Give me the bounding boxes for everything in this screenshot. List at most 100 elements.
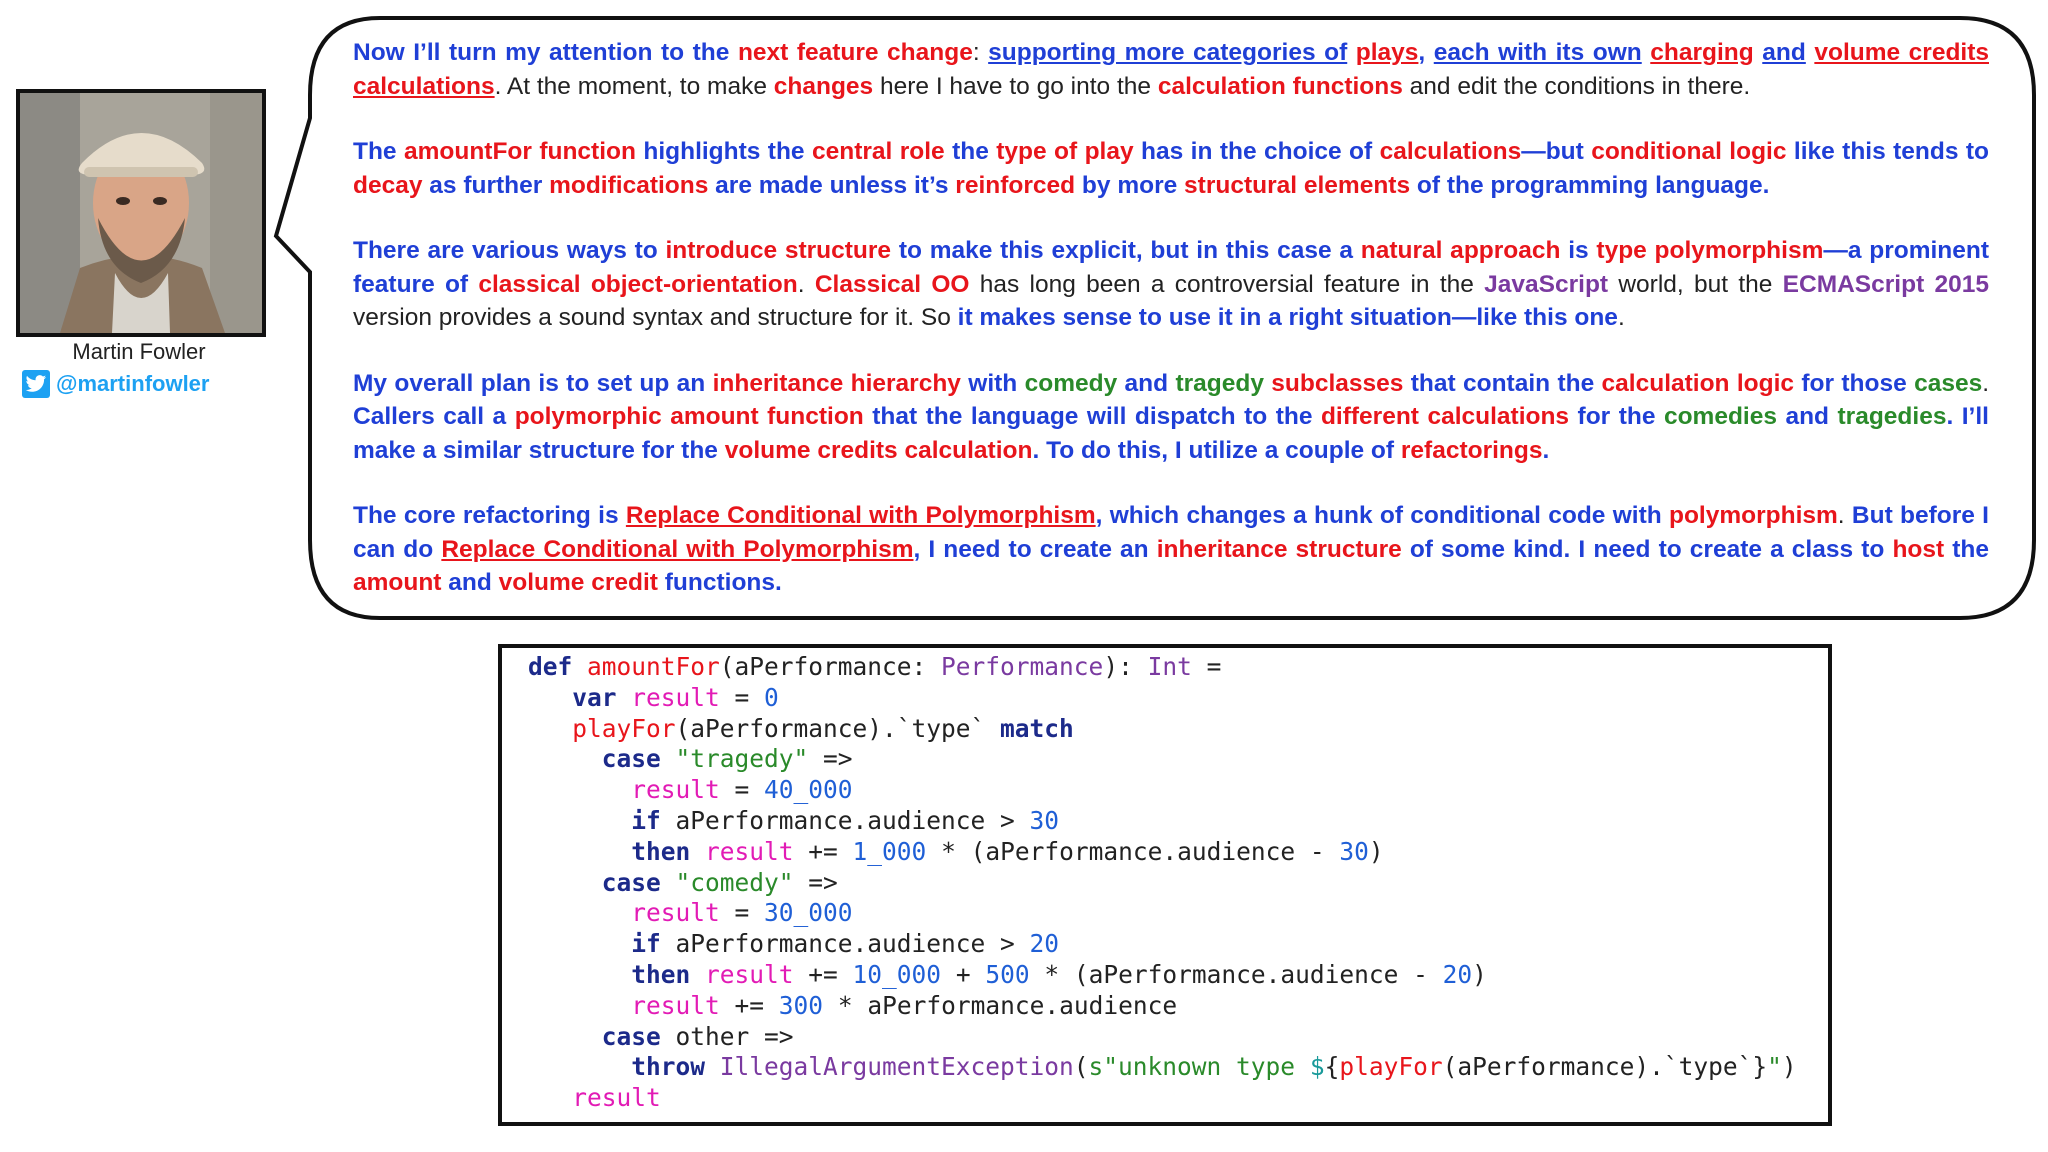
code-token: amountFor xyxy=(587,652,720,681)
code-token: = xyxy=(719,775,765,805)
text-segment: type polymorphism xyxy=(1596,237,1824,264)
text-segment: classical object-orientation xyxy=(478,270,798,298)
text-segment: Classical OO xyxy=(814,270,970,298)
text-segment: and edit the conditions in there. xyxy=(1402,72,1751,100)
text-segment: . xyxy=(1837,502,1852,529)
code-line: result += 300 * aPerformance.audience xyxy=(528,991,1177,1020)
text-segment: . xyxy=(1542,436,1550,464)
code-token: playFor xyxy=(1339,1052,1443,1082)
speech-bubble xyxy=(273,16,2036,620)
text-segment: . At the moment, to make xyxy=(494,72,774,100)
text-segment: introduce structure xyxy=(665,237,892,264)
text-segment: and xyxy=(1762,39,1806,66)
text-segment: charging xyxy=(1650,39,1754,66)
code-token: IllegalArgumentException xyxy=(719,1052,1074,1082)
text-segment: amountFor function xyxy=(403,138,636,165)
code-line: if aPerformance.audience > 30 xyxy=(528,806,1059,835)
text-segment: volume credits calculation xyxy=(724,436,1033,464)
code-token: = xyxy=(719,898,765,928)
text-segment: . xyxy=(1982,369,1990,397)
text-segment: reinforced xyxy=(955,171,1076,199)
author-photo xyxy=(16,89,266,337)
code-token: $ xyxy=(1309,1052,1325,1082)
text-segment: ECMAScript 2015 xyxy=(1782,270,1990,298)
text-segment: structural elements xyxy=(1184,171,1411,199)
code-token: if xyxy=(528,929,676,959)
code-token: s"unknown type xyxy=(1088,1052,1310,1082)
text-segment: by more xyxy=(1075,171,1185,199)
code-token: 10_000 xyxy=(852,959,942,989)
text-segment: the xyxy=(944,138,997,165)
code-token xyxy=(528,714,572,743)
code-token: { xyxy=(1324,1052,1340,1082)
code-token: result xyxy=(631,775,720,805)
text-segment: that contain the xyxy=(1403,369,1602,397)
code-token: 0 xyxy=(764,682,779,712)
text-segment: different calculations xyxy=(1320,403,1570,430)
code-token: 40_000 xyxy=(764,775,853,805)
code-token: case xyxy=(528,867,676,897)
text-segment: has long been a controversial feature in… xyxy=(969,270,1485,298)
code-token: * aPerformance.audience xyxy=(823,990,1178,1020)
text-segment: —a prominent feature of xyxy=(353,237,1990,298)
code-token: result xyxy=(631,990,720,1020)
text-segment: , I need to create an xyxy=(913,535,1157,563)
code-token: + xyxy=(941,959,986,989)
text-segment: comedy xyxy=(1024,369,1118,397)
text-segment: tragedy xyxy=(1175,369,1264,397)
text-segment: , which changes a hunk of conditional co… xyxy=(1095,502,1669,529)
text-segment: natural approach xyxy=(1360,237,1561,264)
text-segment: Callers call a xyxy=(353,403,515,430)
code-token xyxy=(528,775,631,804)
text-segment: for the xyxy=(1569,403,1664,430)
text-segment: calculation logic xyxy=(1601,369,1795,397)
text-segment: highlights the xyxy=(635,138,812,165)
code-token: case xyxy=(528,1021,676,1051)
twitter-handle[interactable]: @martinfowler xyxy=(56,371,210,396)
code-line: result = 40_000 xyxy=(528,775,853,805)
code-token: aPerformance.audience > xyxy=(675,929,1030,959)
code-token xyxy=(528,1083,572,1112)
code-line: case other => xyxy=(528,1022,794,1051)
text-segment: —but xyxy=(1521,138,1592,165)
code-line: def amountFor(aPerformance: Performance)… xyxy=(528,652,1221,681)
code-token: match xyxy=(1000,713,1074,743)
code-token: += xyxy=(793,836,853,866)
portrait-illustration xyxy=(20,93,262,333)
code-token: 30 xyxy=(1339,836,1369,866)
text-segment: is xyxy=(1560,237,1597,264)
text-segment: Replace Conditional with Polymorphism xyxy=(441,535,914,563)
code-token: (aPerformance).`type` xyxy=(675,713,1001,743)
text-segment: to make this explicit, but in this case … xyxy=(891,237,1361,264)
author-name: Martin Fowler xyxy=(72,339,206,364)
code-line: if aPerformance.audience > 20 xyxy=(528,929,1059,958)
text-segment: refactorings xyxy=(1400,436,1543,464)
text-segment: volume credits calculations xyxy=(353,39,1989,100)
text-segment: central role xyxy=(811,138,945,165)
text-segment: polymorphism xyxy=(1669,502,1838,529)
code-token: result xyxy=(631,898,720,928)
code-token: += xyxy=(793,959,853,989)
text-segment: like this tends to xyxy=(1786,138,1990,165)
code-token: ) xyxy=(1368,836,1384,866)
text-segment: tragedies xyxy=(1837,403,1947,430)
code-token: result xyxy=(705,836,794,866)
text-segment: subclasses xyxy=(1271,369,1404,397)
text-segment: host xyxy=(1892,535,1945,563)
text-segment: it makes sense to use it in a right situ… xyxy=(957,304,1618,331)
text-segment: changes xyxy=(773,72,874,100)
code-token: 20 xyxy=(1029,929,1060,959)
text-segment: . To do this, I utilize a couple of xyxy=(1032,436,1401,464)
code-token: 20 xyxy=(1442,959,1473,989)
text-segment: each with its own xyxy=(1433,39,1642,66)
text-segment: But before I can do xyxy=(353,502,1989,563)
text-segment: plays xyxy=(1355,39,1419,66)
code-token: result xyxy=(572,1083,661,1113)
text-segment: as further xyxy=(422,171,550,199)
text-segment: functions. xyxy=(657,569,782,596)
code-token: 1_000 xyxy=(852,836,927,866)
text-segment: decay xyxy=(353,171,423,199)
code-token: ) xyxy=(1781,1052,1797,1082)
speech-bubble-text: Now I’ll turn my attention to the next f… xyxy=(353,36,1989,632)
twitter-link[interactable]: @martinfowler xyxy=(22,370,209,398)
